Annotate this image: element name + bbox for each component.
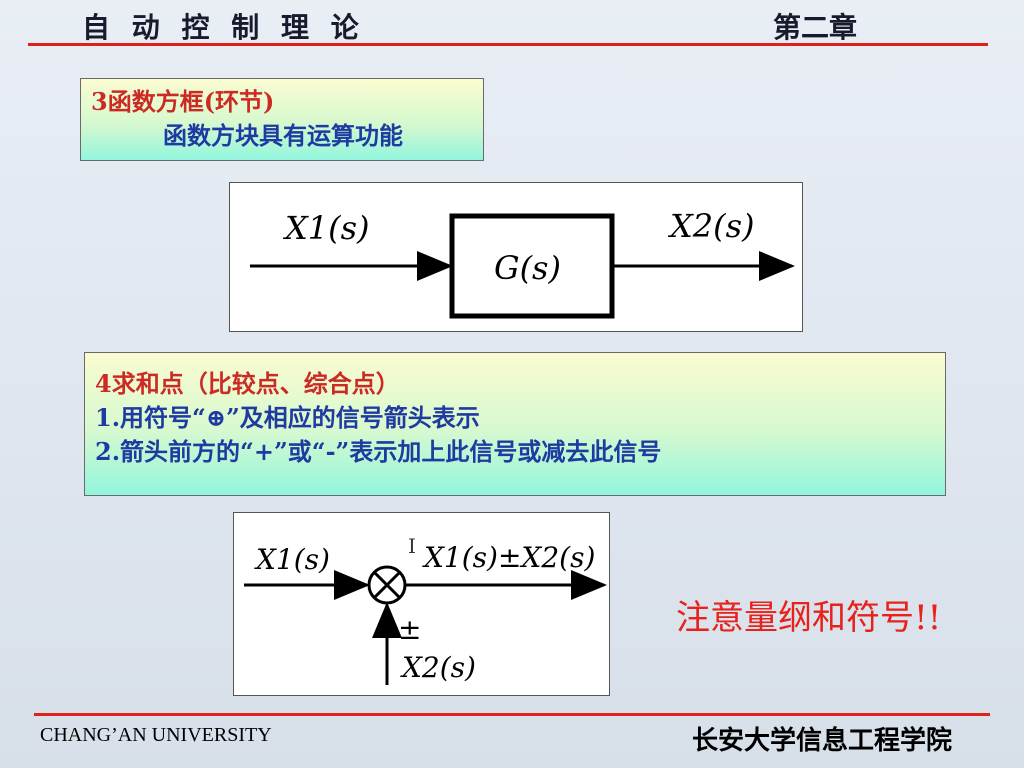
section4-line2: 2.箭头前方的“+”或“-”表示加上此信号或减去此信号 <box>95 437 662 466</box>
section4-title: 4求和点（比较点、综合点） <box>95 369 400 398</box>
section3-desc: 函数方块具有运算功能 <box>163 121 403 150</box>
section3-callout: 3函数方框(环节) 函数方块具有运算功能 <box>80 78 484 161</box>
header-divider <box>28 43 988 46</box>
summing-point-diagram: X1(s) X1(s)±X2(s) ± X2(s) I <box>233 512 610 696</box>
sign-label: ± <box>398 613 421 646</box>
function-block-diagram: X1(s) G(s) X2(s) <box>229 182 803 332</box>
chapter-label: 第二章 <box>773 11 858 44</box>
transfer-block <box>449 213 615 319</box>
function-block-svg: X1(s) G(s) X2(s) <box>250 207 795 319</box>
course-title: 自 动 控 制 理 论 <box>82 11 365 44</box>
sum-output-label: X1(s)±X2(s) <box>422 541 595 574</box>
sum-input-label: X1(s) <box>254 543 330 576</box>
second-input-label: X2(s) <box>400 651 476 684</box>
attention-note: 注意量纲和符号!! <box>676 598 942 638</box>
section4-callout: 4求和点（比较点、综合点） 1.用符号“⊕”及相应的信号箭头表示 2.箭头前方的… <box>84 352 946 496</box>
section4-line1: 1.用符号“⊕”及相应的信号箭头表示 <box>95 403 480 432</box>
university-name: CHANG’AN UNIVERSITY <box>40 724 272 746</box>
input-signal-label: X1(s) <box>282 209 370 247</box>
footer-divider <box>34 713 990 716</box>
summing-point-svg: X1(s) X1(s)±X2(s) ± X2(s) I <box>244 534 607 685</box>
output-signal-label: X2(s) <box>667 207 755 245</box>
junction-cross-b <box>373 571 401 599</box>
text-cursor-icon: I <box>408 534 416 558</box>
school-name: 长安大学信息工程学院 <box>692 726 953 756</box>
block-label: G(s) <box>494 249 561 287</box>
section3-title: 3函数方框(环节) <box>91 87 275 116</box>
